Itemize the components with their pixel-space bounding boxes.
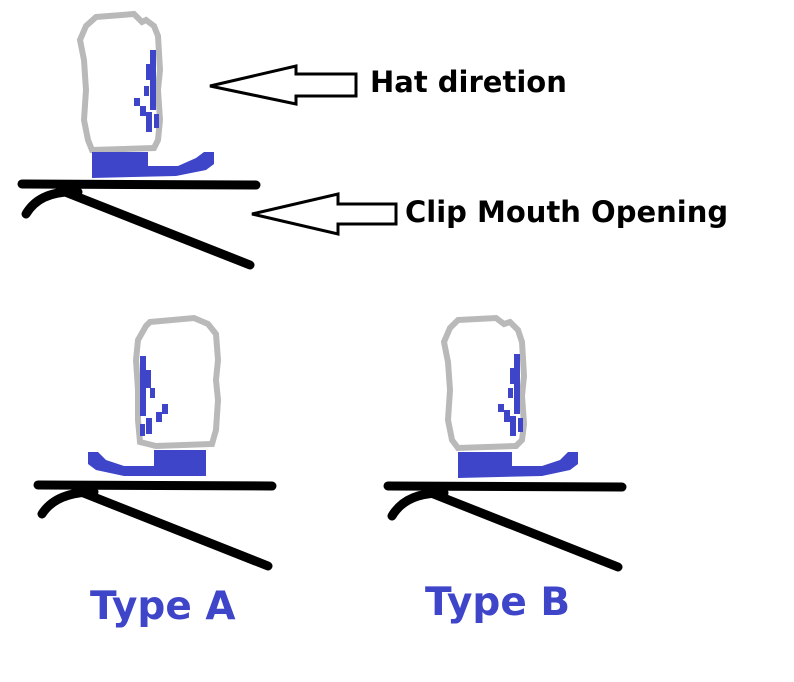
type-b-hat-outline: [440, 314, 528, 452]
top-hat-outline: [76, 10, 164, 154]
type-a-hat-base: [88, 450, 206, 476]
type-b-hat-base: [458, 452, 578, 478]
type-a-hat-outline: [132, 314, 222, 450]
clip-mouth-arrow: [251, 192, 398, 236]
type-b-label: Type B: [425, 580, 570, 625]
type-a-clip-lower-arm: [71, 485, 273, 571]
top-clip-figure: [17, 10, 261, 270]
type-b-clip-top-bar: [383, 481, 627, 492]
type-a-hat-blue-pattern: [140, 356, 168, 436]
hat-direction-arrow-icon: [209, 64, 358, 106]
clip-mouth-arrow-icon: [251, 192, 398, 236]
hat-direction-arrow: [209, 64, 358, 106]
type-b-hat-blue-pattern: [498, 354, 523, 436]
type-a-clip-top-bar: [33, 480, 277, 491]
hat-direction-label: Hat diretion: [370, 65, 567, 99]
type-a-label: Type A: [90, 584, 236, 629]
type-b-clip-lower-arm: [421, 486, 623, 572]
type-a-clip-figure: [33, 314, 277, 571]
top-hat-blue-pattern: [134, 50, 159, 132]
top-clip-top-bar: [17, 179, 261, 190]
top-clip-lower-arm: [55, 185, 255, 270]
type-b-clip-figure: [383, 314, 627, 572]
clip-mouth-opening-label: Clip Mouth Opening: [405, 195, 728, 229]
top-hat-base: [92, 152, 214, 178]
